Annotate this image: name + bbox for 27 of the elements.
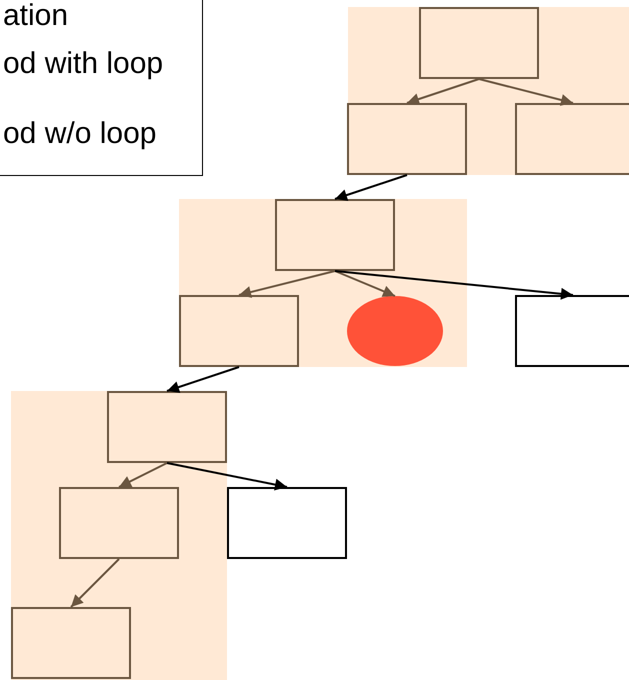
filled-ellipse — [347, 296, 443, 366]
arrow — [70, 558, 120, 608]
arrow — [238, 270, 336, 298]
arrow — [406, 78, 480, 105]
arrow — [118, 462, 168, 488]
arrow — [166, 462, 288, 491]
process-box — [59, 487, 179, 559]
arrow — [334, 174, 408, 201]
process-box — [275, 199, 395, 271]
outline-box — [227, 487, 347, 559]
group-band — [179, 199, 467, 367]
process-box — [419, 7, 539, 79]
process-box — [107, 391, 227, 463]
arrow — [334, 270, 396, 297]
outline-box — [515, 295, 629, 367]
legend-text: od w/o loop — [3, 117, 156, 151]
arrow — [166, 366, 240, 393]
legend-text: od with loop — [3, 47, 164, 81]
process-box — [515, 103, 629, 175]
arrow — [478, 78, 574, 106]
arrow — [334, 270, 574, 300]
group-band — [348, 7, 629, 175]
process-box — [11, 607, 131, 679]
process-box — [347, 103, 467, 175]
process-box — [179, 295, 299, 367]
group-band — [11, 391, 227, 680]
legend-text: ation — [3, 0, 68, 33]
